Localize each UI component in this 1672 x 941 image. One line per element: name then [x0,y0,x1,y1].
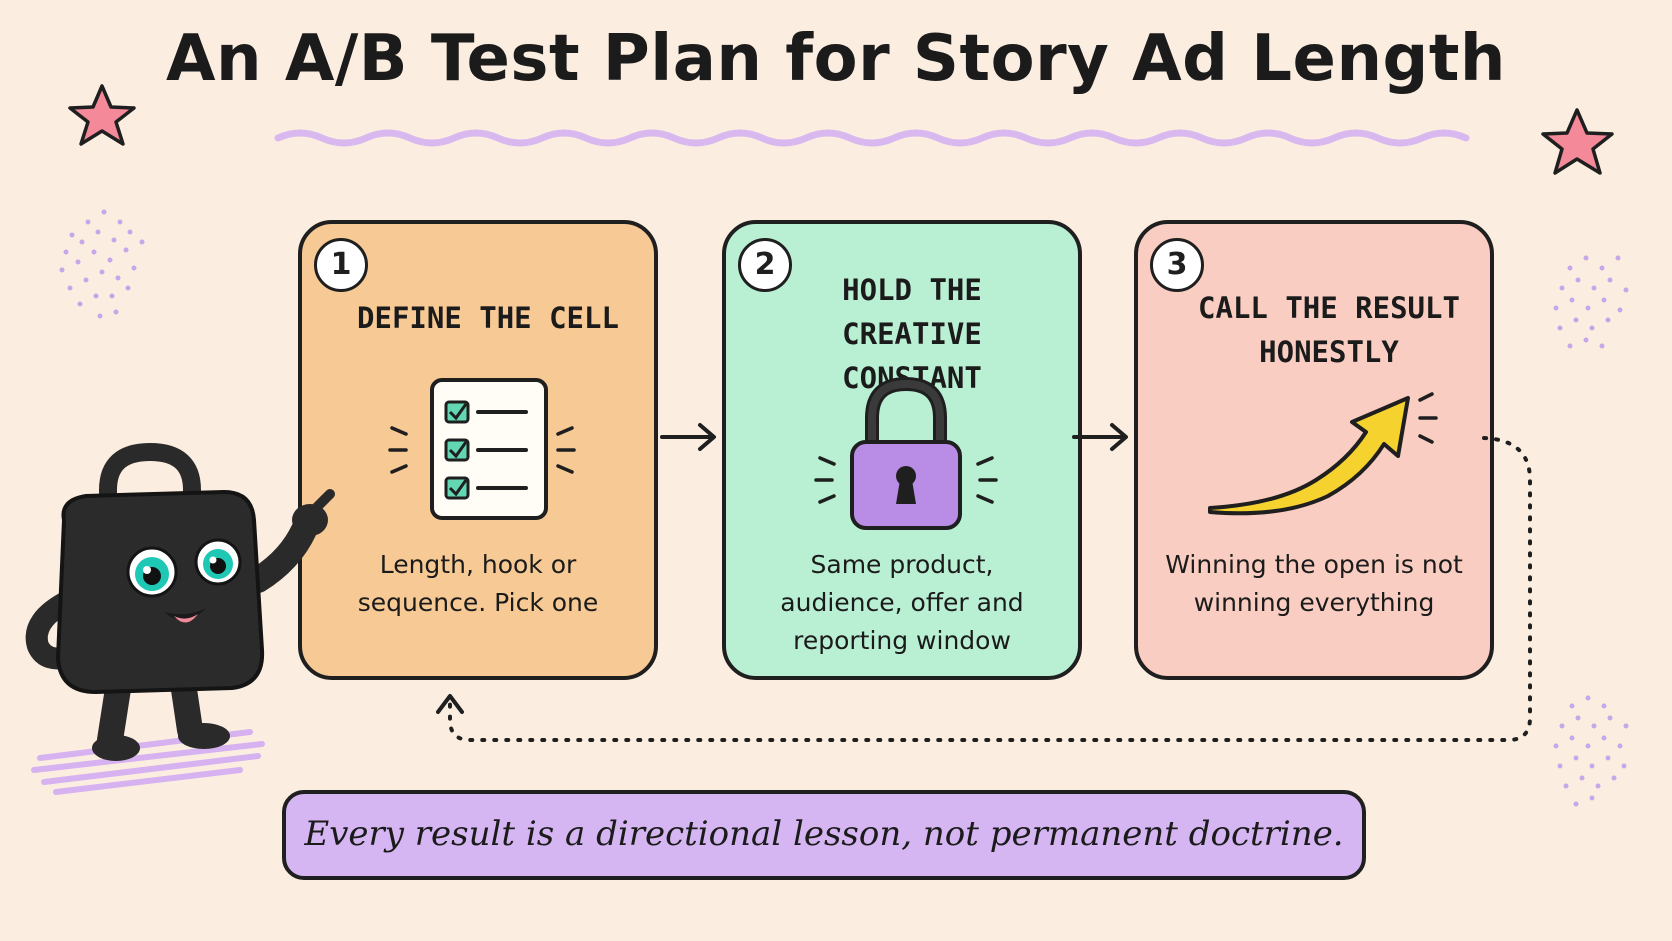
step-number-badge: 1 [314,238,368,292]
ground-scribble [31,729,265,795]
step-card-3: 3 CALL THE RESULT HONESTLY Winning the o… [1134,220,1494,680]
step-heading: HOLD THE CREATIVE CONSTANT [842,273,982,395]
step-card-1: 1 DEFINE THE CELL Length, hook or sequen… [298,220,658,680]
star-icon [1541,108,1614,175]
step-description: Same product, audience, offer and report… [780,550,1024,655]
step-number-badge: 2 [738,238,792,292]
step-number-badge: 3 [1150,238,1204,292]
dot-cluster-right-top [1553,255,1629,349]
rising-arrow-icon [1208,392,1438,516]
page-title: An A/B Test Plan for Story Ad Length [166,22,1506,96]
step-heading: CALL THE RESULT HONESTLY [1198,291,1460,369]
arrow-right-icon [660,423,716,451]
step-description: Length, hook or sequence. Pick one [357,550,599,617]
step-heading: DEFINE THE CELL [357,301,619,335]
star-icon [68,84,136,146]
arrow-right-icon [1072,423,1128,451]
title-underline [274,129,1470,147]
step-card-2: 2 HOLD THE CREATIVE CONSTANT Same produc… [722,220,1082,680]
checklist-icon [388,378,576,520]
dot-cluster-left [59,209,145,319]
padlock-icon [814,376,998,530]
takeaway-banner: Every result is a directional lesson, no… [282,790,1366,880]
step-description: Winning the open is not winning everythi… [1165,550,1463,617]
dot-cluster-right-bottom [1553,695,1629,807]
